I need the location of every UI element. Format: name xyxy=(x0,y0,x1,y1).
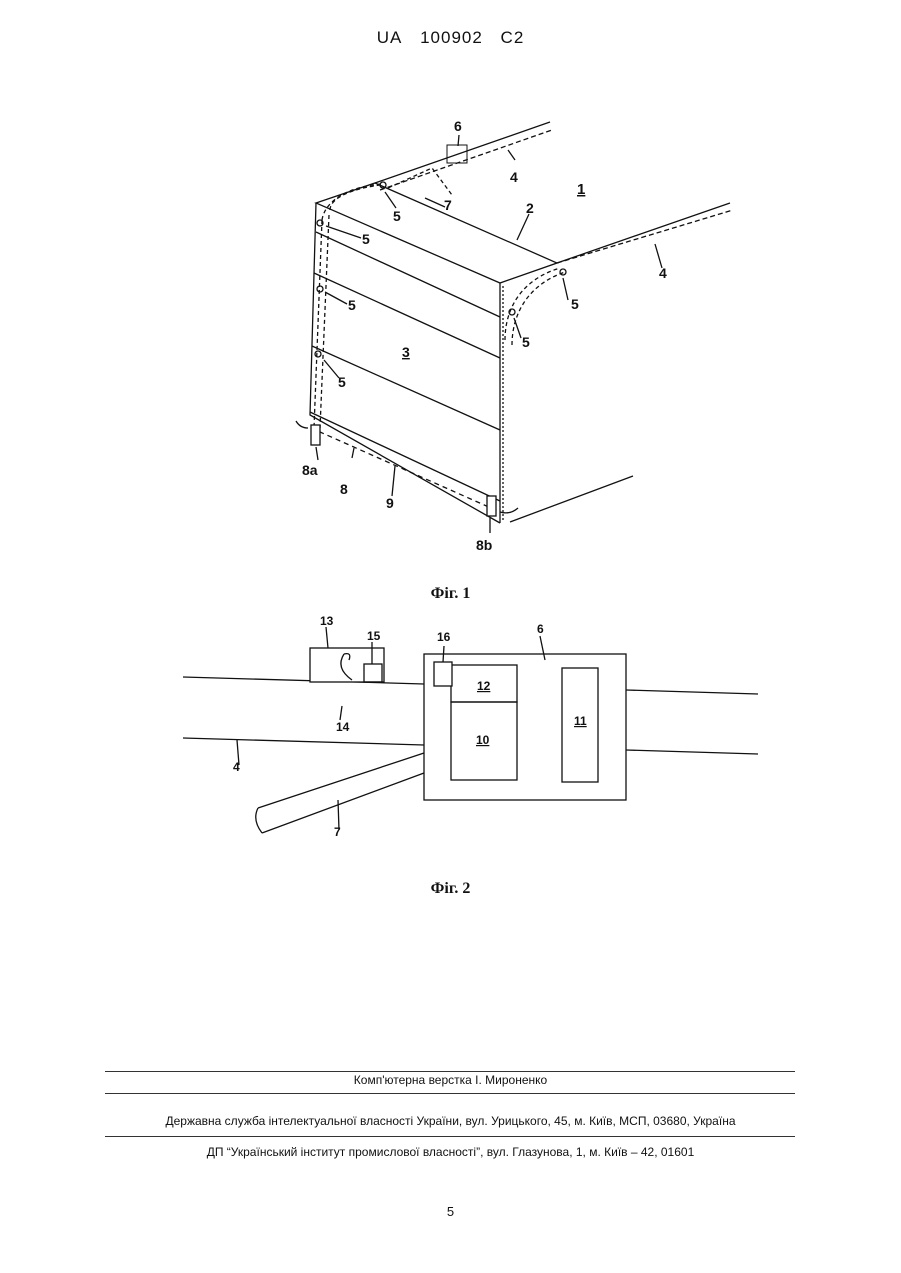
footer-divider-middle xyxy=(105,1093,795,1094)
fig1-label-6: 6 xyxy=(454,118,462,134)
footer-divider-bottom xyxy=(105,1136,795,1137)
fig1-label-8: 8 xyxy=(340,481,348,497)
fig1-label-9: 9 xyxy=(386,495,394,511)
figure-1-caption: Фіг. 1 xyxy=(0,585,901,603)
fig1-label-2: 2 xyxy=(526,200,534,216)
fig1-label-5a: 5 xyxy=(393,208,401,224)
fig1-label-4b: 4 xyxy=(659,265,667,281)
figure-2-drawing: 13 15 16 6 12 11 10 14 4 7 xyxy=(0,610,901,880)
fig2-label-12: 12 xyxy=(477,679,491,693)
fig2-label-15: 15 xyxy=(367,629,381,643)
fig1-label-5e: 5 xyxy=(522,334,530,350)
footer-service-address: Державна служба інтелектуальної власност… xyxy=(0,1114,901,1128)
footer-divider-top xyxy=(105,1071,795,1072)
fig2-label-16: 16 xyxy=(437,630,451,644)
fig1-label-7: 7 xyxy=(444,197,452,213)
footer-institute-address: ДП “Український інститут промислової вла… xyxy=(0,1145,901,1159)
figure-2-caption: Фіг. 2 xyxy=(0,880,901,898)
fig1-label-5f: 5 xyxy=(338,374,346,390)
fig2-label-7: 7 xyxy=(334,825,341,839)
fig2-label-4: 4 xyxy=(233,760,240,774)
fig1-label-3: 3 xyxy=(402,344,410,360)
fig2-label-14: 14 xyxy=(336,720,350,734)
fig1-label-8a: 8a xyxy=(302,462,318,478)
fig1-label-4a: 4 xyxy=(510,169,518,185)
fig1-label-1: 1 xyxy=(577,181,585,198)
fig1-label-5d: 5 xyxy=(348,297,356,313)
fig2-label-10: 10 xyxy=(476,733,490,747)
fig1-label-5c: 5 xyxy=(571,296,579,312)
fig2-label-13: 13 xyxy=(320,614,334,628)
fig1-label-5b: 5 xyxy=(362,231,370,247)
fig2-label-6: 6 xyxy=(537,622,544,636)
fig2-label-11: 11 xyxy=(574,714,587,728)
footer-layout-credit: Комп'ютерна верстка І. Мироненко xyxy=(0,1073,901,1087)
figure-1-drawing: 6 4 1 7 5 2 5 4 5 5 5 3 5 8a 8 9 8b xyxy=(0,0,901,600)
page-number: 5 xyxy=(0,1204,901,1219)
fig1-label-8b: 8b xyxy=(476,537,492,553)
